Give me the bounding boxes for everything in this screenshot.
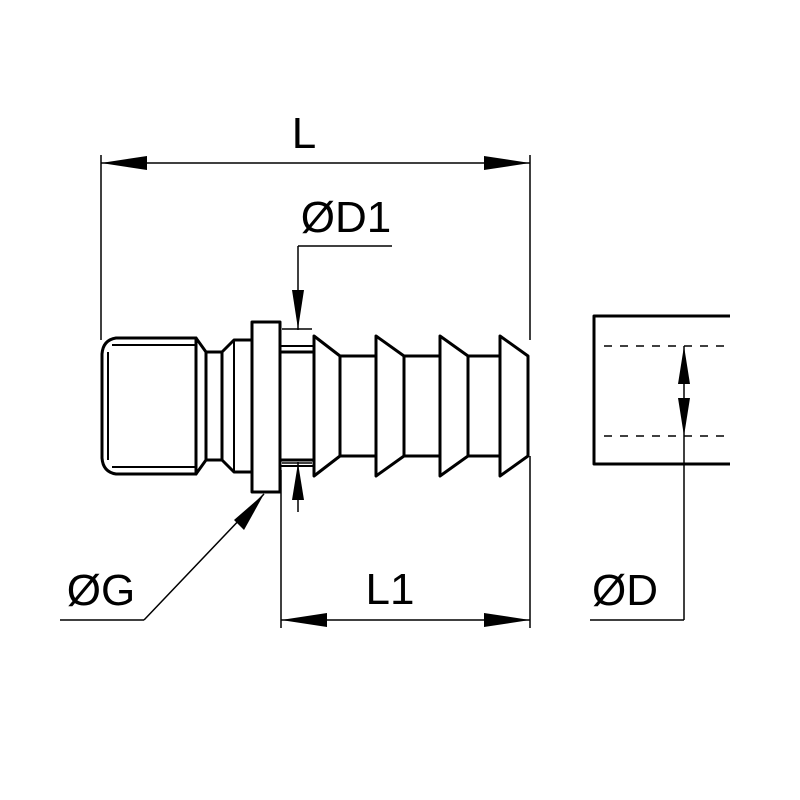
neck xyxy=(278,350,316,462)
plug-shoulder xyxy=(220,338,254,474)
dimension-d: ØD xyxy=(590,346,690,621)
hex-collar xyxy=(250,320,282,494)
label-l1: L1 xyxy=(366,565,415,614)
label-l: L xyxy=(292,109,316,158)
hose-section xyxy=(592,314,730,466)
label-g: ØG xyxy=(67,566,135,615)
dimension-l1: L1 xyxy=(280,456,531,628)
plug-nose xyxy=(100,336,198,476)
fitting-body xyxy=(100,320,530,494)
dimension-l: L xyxy=(100,109,531,340)
hose-barbs xyxy=(312,334,530,478)
hose xyxy=(592,314,730,466)
label-d1: ØD1 xyxy=(301,193,391,242)
dimension-d1: ØD1 xyxy=(282,193,392,512)
dimension-g: ØG xyxy=(60,493,265,621)
label-d: ØD xyxy=(592,566,658,615)
